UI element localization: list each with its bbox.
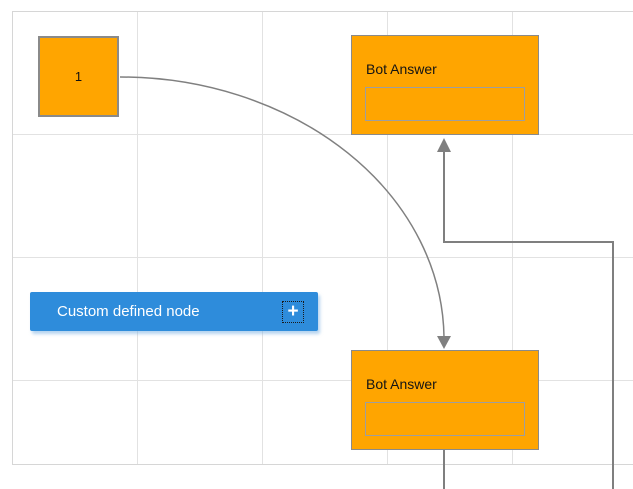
link-curved-arrowhead [437,336,451,349]
node-custom-defined-label: Custom defined node [57,303,200,320]
link-orthogonal-arrowhead [437,138,451,152]
node-square-1-label: 1 [74,69,83,84]
link-orthogonal[interactable] [437,138,614,489]
node-bot-answer-bottom-title: Bot Answer [366,376,437,392]
link-orthogonal-path[interactable] [443,152,614,489]
plus-icon[interactable]: + [282,300,304,323]
node-bot-answer-top-title: Bot Answer [366,61,437,77]
node-custom-defined[interactable]: Custom defined node + [30,292,318,331]
node-square-1[interactable]: 1 [38,36,119,117]
node-bot-answer-bottom[interactable]: Bot Answer [351,350,539,450]
link-curved-path[interactable] [119,76,445,338]
link-curved[interactable] [119,76,451,349]
node-bot-answer-top[interactable]: Bot Answer [351,35,539,135]
bot-answer-top-input[interactable] [365,87,525,121]
bot-answer-bottom-input[interactable] [365,402,525,436]
